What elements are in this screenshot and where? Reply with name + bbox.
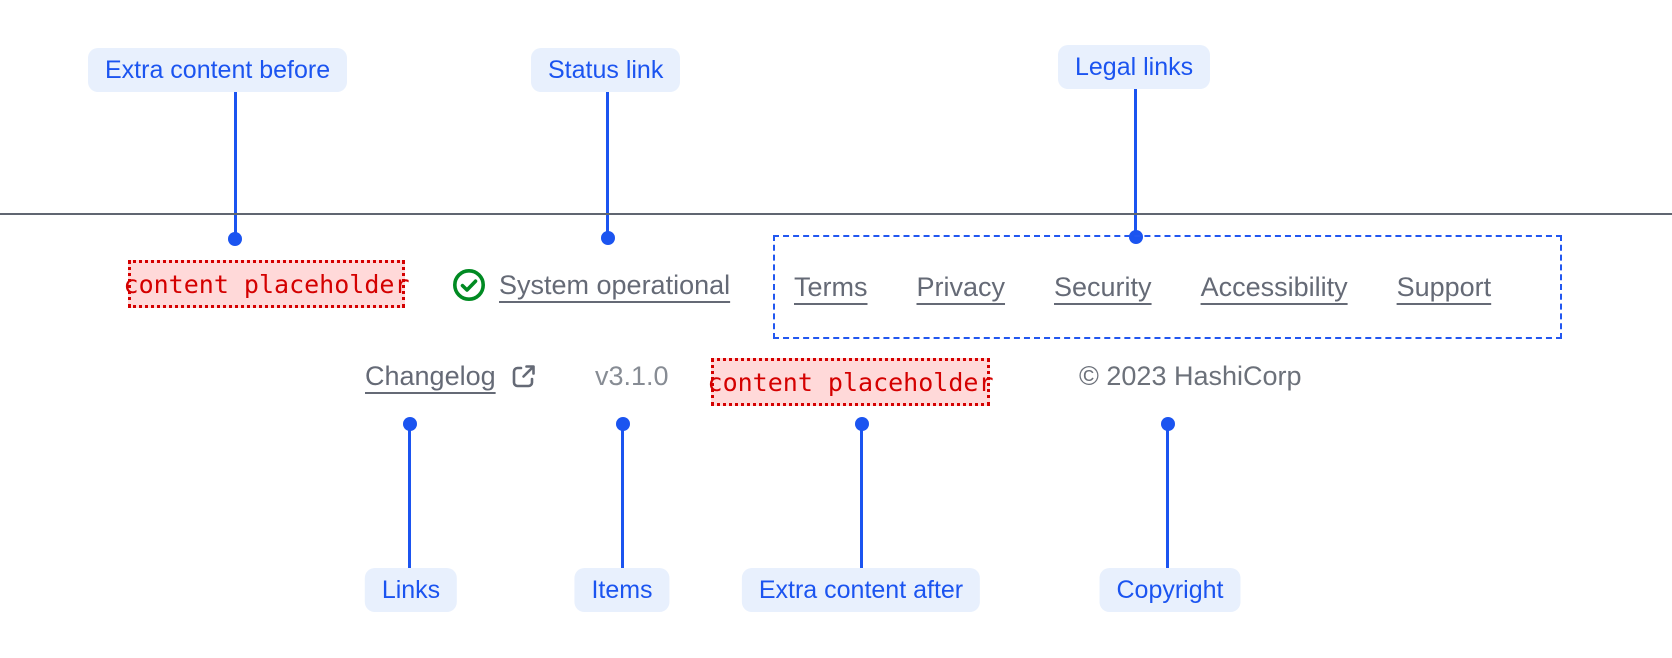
footer-top-border [0,213,1672,215]
connector-dot-extra-content-before [228,232,242,246]
legal-link-terms[interactable]: Terms [794,271,868,302]
connector-line-extra-content-before [234,92,237,240]
status-link-label: System operational [499,269,731,300]
extra-content-before-placeholder: content placeholder [124,260,410,308]
callout-links: Links [364,568,458,612]
connector-line-copyright [1166,424,1169,568]
copyright-text: © 2023 HashiCorp [1079,361,1302,391]
callout-legal-links: Legal links [1058,45,1211,89]
callout-status-link: Status link [531,48,681,92]
callout-items: Items [574,568,670,612]
legal-link-accessibility[interactable]: Accessibility [1200,271,1348,302]
status-link[interactable]: System operational [452,263,730,307]
external-link-icon [512,364,535,387]
connector-line-links [408,424,411,568]
connector-line-legal-links [1134,89,1137,237]
connector-dot-status-link [601,231,615,245]
legal-link-security[interactable]: Security [1054,271,1152,302]
connector-line-status-link [606,92,609,238]
callout-extra-content-after: Extra content after [741,568,981,612]
changelog-link-label: Changelog [365,360,496,391]
changelog-link[interactable]: Changelog [365,353,539,399]
placeholder-text: content placeholder [707,367,994,397]
version-item: v3.1.0 [595,361,669,391]
connector-line-items [621,424,624,568]
legal-link-privacy[interactable]: Privacy [916,271,1006,302]
check-circle-icon [453,269,485,301]
connector-line-extra-content-after [860,424,863,568]
legal-links-group: Terms Privacy Security Accessibility Sup… [773,235,1562,339]
extra-content-after-placeholder: content placeholder [708,358,994,406]
connector-dot-legal-links [1129,230,1143,244]
placeholder-text: content placeholder [123,269,410,299]
callout-extra-content-before: Extra content before [88,48,348,92]
callout-copyright: Copyright [1099,568,1241,612]
legal-link-support[interactable]: Support [1396,271,1492,302]
